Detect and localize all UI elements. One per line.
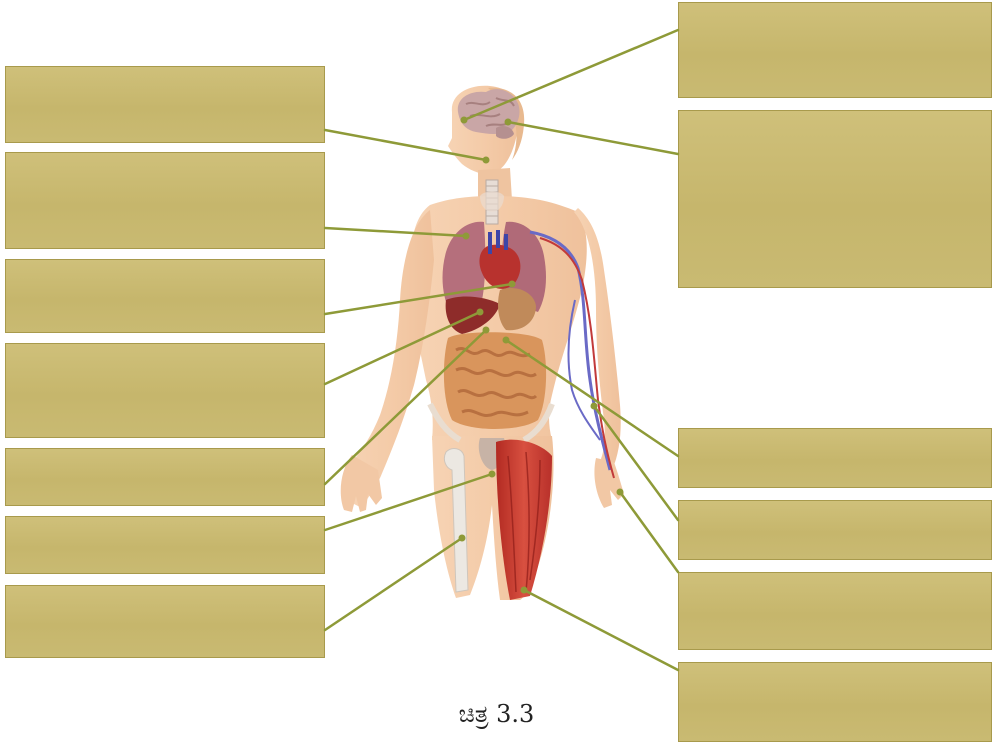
leader-line-right-2 [508,122,678,154]
leader-line-right-5 [620,492,678,572]
figure-caption: ಚಿತ್ರ 3.3 [0,700,993,728]
leader-line-left-7 [325,538,462,630]
intestines-illustration [444,332,546,429]
leader-line-right-6 [524,590,678,670]
leader-line-right-1 [464,30,678,120]
human-anatomy-illustration [0,0,993,700]
